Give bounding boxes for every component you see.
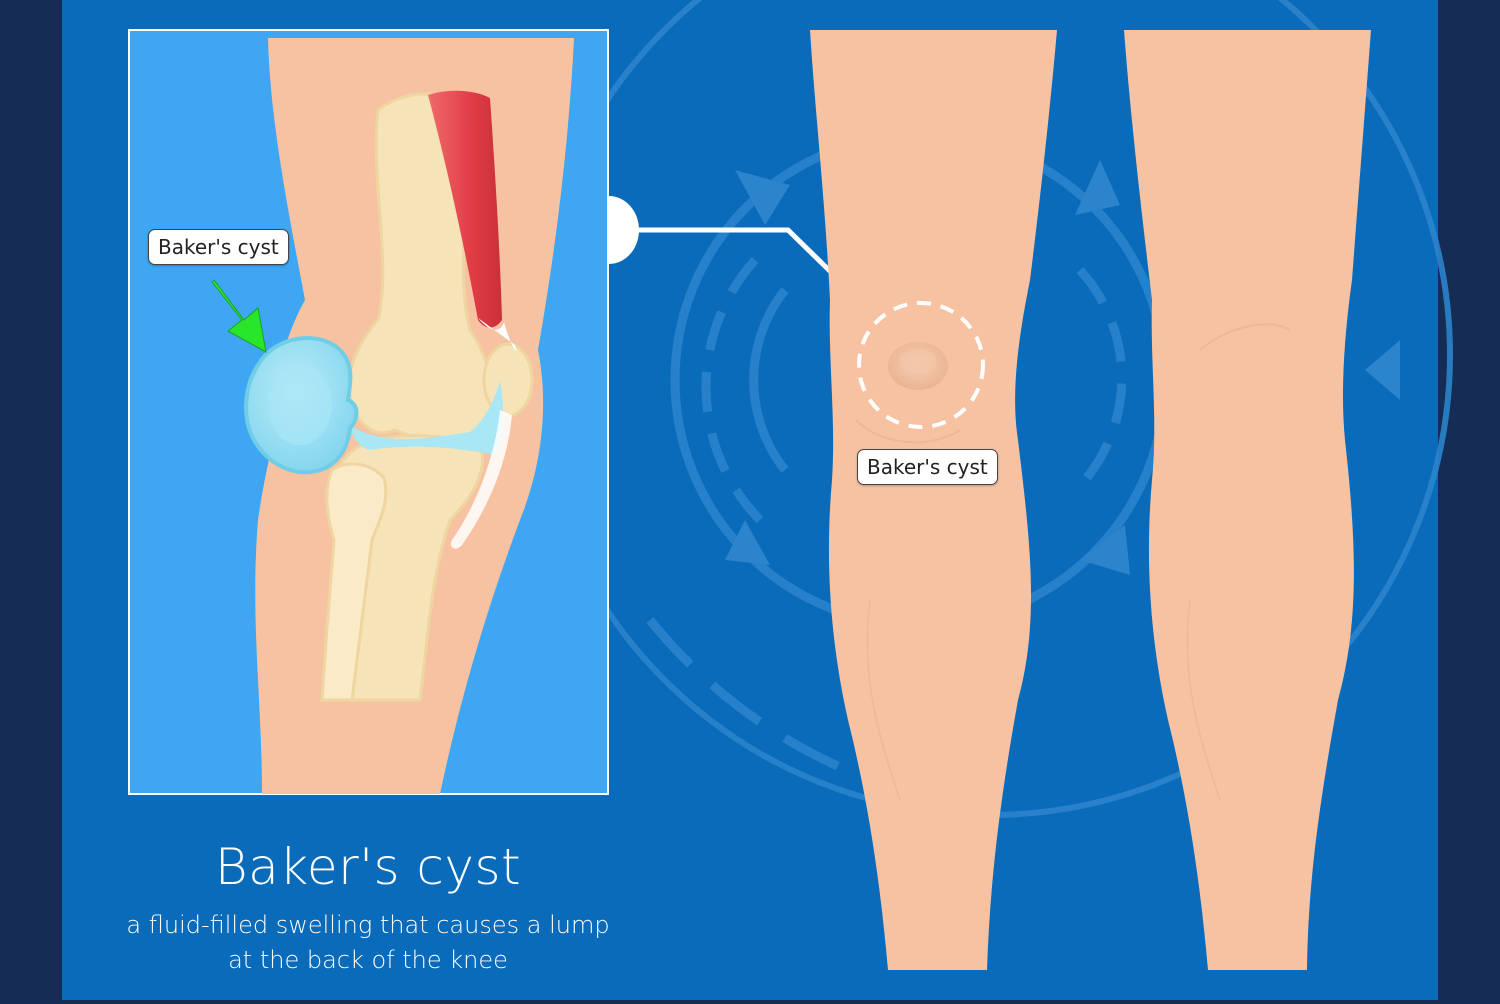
fibula-bone — [320, 462, 388, 702]
joint-space — [350, 380, 504, 455]
caption-description-line2: at the back of the knee — [228, 946, 508, 974]
inset-callout-label: Baker's cyst — [148, 229, 289, 265]
leg-callout-label: Baker's cyst — [857, 449, 998, 485]
patellar-ligament — [450, 410, 512, 549]
caption-title: Baker's cyst — [214, 838, 522, 896]
quadriceps-muscle — [428, 90, 502, 328]
decorative-arrow-icons — [725, 160, 1400, 575]
right-leg — [1124, 30, 1371, 970]
quadriceps-tendon — [478, 318, 517, 352]
knee-anatomy-inset — [128, 29, 609, 795]
left-leg — [810, 30, 1057, 970]
dashed-circle — [857, 301, 985, 429]
green-arrow-icon — [211, 279, 267, 353]
caption-description-line1: a fluid-filled swelling that causes a lu… — [126, 911, 610, 939]
caption-description: a fluid-filled swelling that causes a lu… — [110, 908, 626, 978]
